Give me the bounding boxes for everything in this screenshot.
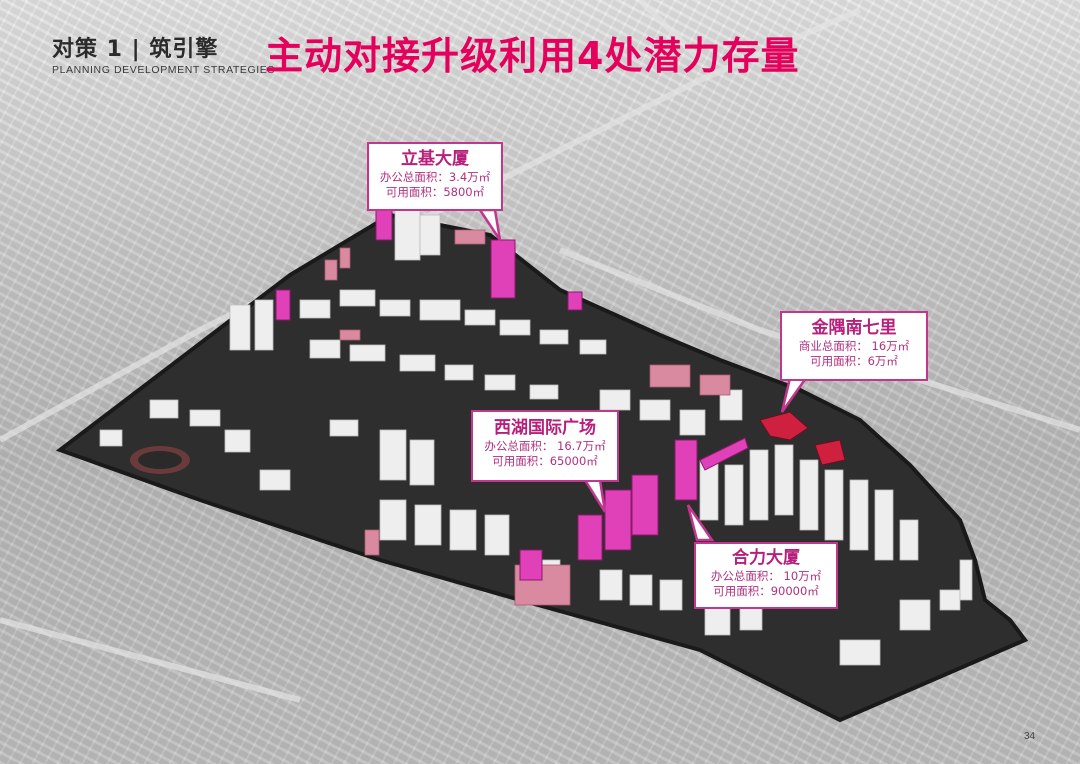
callout-name: 立基大厦: [401, 149, 469, 169]
callout-office-area: 办公总面积： 16.7万㎡: [484, 439, 606, 453]
highlight-buildings: [275, 209, 749, 581]
callout-commercial-area: 商业总面积： 16万㎡: [798, 339, 910, 353]
callout-heli-building: 合力大厦 办公总面积： 10万㎡ 可用面积：90000㎡: [694, 542, 838, 609]
callout-available-area: 可用面积：6万㎡: [810, 354, 898, 368]
callout-name: 金隅南七里: [811, 318, 897, 338]
callout-available-area: 可用面积：90000㎡: [713, 584, 819, 598]
section-header: 对策 1 | 筑引擎 PLANNING DEVELOPMENT STRATEGI…: [52, 37, 276, 77]
xihu-building: [577, 514, 603, 561]
callout-liji-building: 立基大厦 办公总面积：3.4万㎡ 可用面积：5800㎡: [367, 142, 503, 211]
callout-name: 西湖国际广场: [494, 418, 596, 438]
callout-available-area: 可用面积：65000㎡: [492, 454, 598, 468]
heli-building: [674, 439, 698, 501]
callout-office-area: 办公总面积：3.4万㎡: [379, 170, 491, 184]
page-number: 34: [1024, 731, 1036, 742]
buildings: [99, 209, 973, 666]
callout-office-area: 办公总面积： 10万㎡: [710, 569, 822, 583]
jinyu-building: [759, 411, 846, 466]
callout-xihu-plaza: 西湖国际广场 办公总面积： 16.7万㎡ 可用面积：65000㎡: [471, 410, 619, 482]
page-title: 主动对接升级利用4处潜力存量: [265, 34, 800, 78]
liji-building: [490, 239, 516, 299]
callout-jinyu-nanqili: 金隅南七里 商业总面积： 16万㎡ 可用面积：6万㎡: [780, 311, 928, 381]
section-title-cn: 对策 1 | 筑引擎: [52, 37, 219, 62]
section-title-en: PLANNING DEVELOPMENT STRATEGIES: [52, 64, 276, 76]
callout-available-area: 可用面积：5800㎡: [385, 185, 485, 199]
callout-name: 合力大厦: [732, 548, 800, 568]
callout-pointers: [477, 208, 809, 542]
